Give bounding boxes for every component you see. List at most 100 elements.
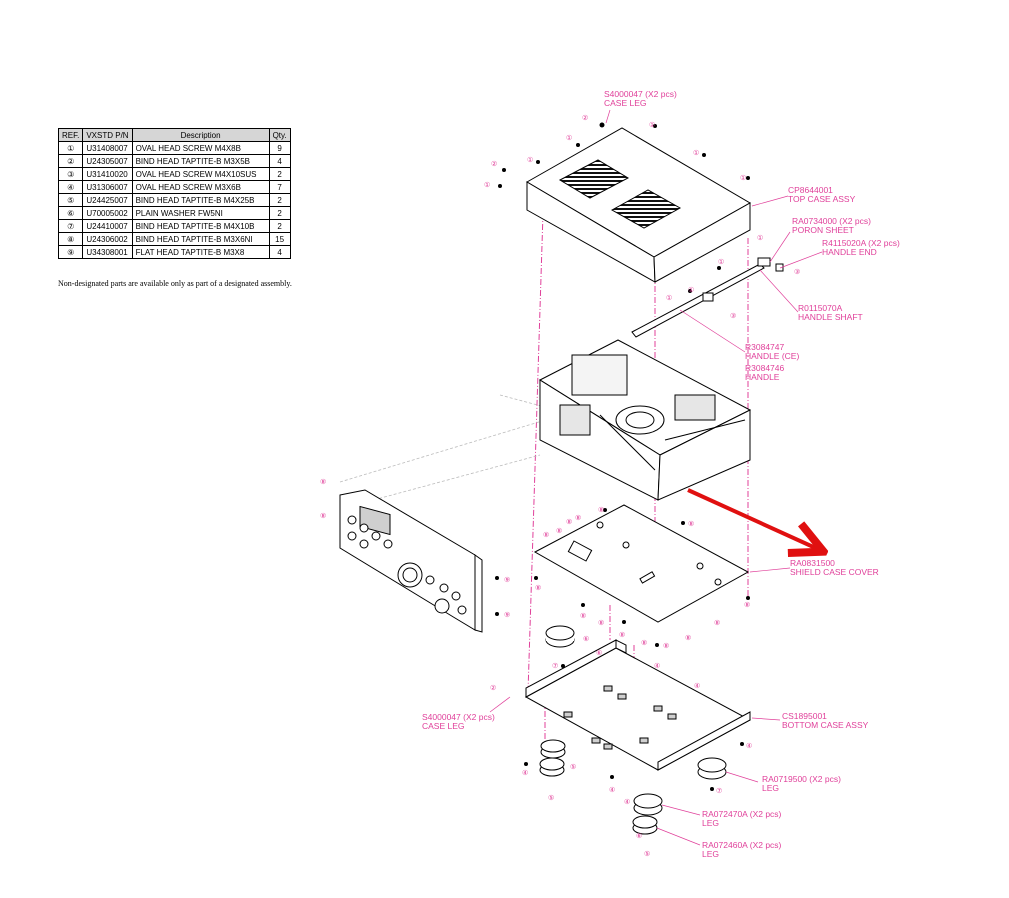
ref-num: ⑥ — [596, 649, 602, 657]
front-panel-guides — [339, 394, 553, 506]
ref-num: ⑧ — [320, 512, 326, 520]
callout-name-7: SHIELD CASE COVER — [790, 567, 879, 577]
ref-num: ② — [491, 160, 497, 168]
ref-num: ⑨ — [504, 611, 510, 619]
ref-num: ⑤ — [570, 763, 576, 771]
screws — [495, 122, 750, 791]
vent-left — [558, 159, 630, 199]
ref-cell: ⑧ — [57, 232, 84, 246]
callout-pn-10: RA0719500 (X2 pcs) — [762, 774, 841, 784]
ref-num: ① — [757, 234, 763, 242]
ref-numbers: ② ① ① ① ① ② ① ① ① ① ③ ① ① ③ ⑧ ⑧ ⑨ ⑨ ⑧ ⑧ … — [320, 114, 800, 858]
legs — [539, 625, 727, 835]
ref-num: ① — [740, 174, 746, 182]
front-panel — [339, 489, 483, 633]
ref-num: ① — [527, 156, 533, 164]
ref-num: ⑧ — [556, 527, 562, 535]
header-pn: VXSTD P/N — [82, 128, 133, 142]
chassis — [538, 339, 752, 501]
ref-num: ⑤ — [548, 794, 554, 802]
ref-num: ① — [566, 134, 572, 142]
ref-num: ⑦ — [552, 662, 558, 670]
ref-num: ③ — [730, 312, 736, 320]
ref-num: ⑧ — [714, 619, 720, 627]
callout-name-8: CASE LEG — [422, 721, 465, 731]
vent-right — [610, 189, 682, 229]
callout-pn-6: R3084746 — [745, 363, 785, 373]
ref-num: ⑧ — [598, 619, 604, 627]
ref-num: ⑧ — [575, 514, 581, 522]
shield-case-cover — [533, 504, 750, 623]
ref-num: ⑧ — [619, 631, 625, 639]
bottom-case — [524, 639, 752, 771]
ref-num: ④ — [746, 742, 752, 750]
ref-num: ① — [666, 294, 672, 302]
callout-pn-7: RA0831500 — [790, 558, 835, 568]
callout-pn-2: RA0734000 (X2 pcs) — [792, 216, 871, 226]
ref-num: ④ — [624, 798, 630, 806]
handle-parts — [631, 257, 784, 338]
callout-name-3: HANDLE END — [822, 247, 877, 257]
ref-num: ⑧ — [566, 518, 572, 526]
callout-pn-3: R4115020A (X2 pcs) — [822, 238, 900, 248]
callout-name-11: LEG — [702, 818, 719, 828]
ref-num: ④ — [654, 662, 660, 670]
ref-cell: ⑨ — [57, 245, 84, 259]
callout-pn-0: S4000047 (X2 pcs) — [604, 89, 677, 99]
callout-name-9: BOTTOM CASE ASSY — [782, 720, 869, 730]
ref-num: ④ — [609, 786, 615, 794]
callout-pn-12: RA072460A (X2 pcs) — [702, 840, 782, 850]
pn-cell: U34308001 — [82, 245, 133, 259]
ref-cell: ⑤ — [57, 193, 84, 207]
ref-num: ⑧ — [543, 531, 549, 539]
red-arrow — [687, 488, 820, 550]
callout-name-4: HANDLE SHAFT — [798, 312, 863, 322]
ref-cell: ⑦ — [57, 219, 84, 233]
header-ref: REF. — [57, 128, 84, 142]
callout-labels: S4000047 (X2 pcs) CASE LEG CP8644001 TOP… — [422, 89, 900, 859]
ref-num: ⑧ — [598, 506, 604, 514]
ref-num: ⑧ — [688, 520, 694, 528]
callout-name-1: TOP CASE ASSY — [788, 194, 856, 204]
ref-cell: ② — [57, 154, 84, 168]
ref-num: ④ — [522, 769, 528, 777]
ref-cell: ④ — [57, 180, 84, 194]
callout-name-2: PORON SHEET — [792, 225, 854, 235]
ref-num: ⑧ — [663, 642, 669, 650]
ref-cell: ① — [57, 141, 84, 155]
parts-note: Non-designated parts are available only … — [58, 279, 292, 288]
leader-lines — [489, 109, 823, 846]
ref-num: ② — [490, 684, 496, 692]
callout-name-6: HANDLE — [745, 372, 780, 382]
ref-num: ⑧ — [641, 639, 647, 647]
callout-name-0: CASE LEG — [604, 98, 647, 108]
ref-num: ⑧ — [320, 478, 326, 486]
ref-num: ⑧ — [744, 601, 750, 609]
callout-name-10: LEG — [762, 783, 779, 793]
ref-num: ① — [693, 149, 699, 157]
ref-num: ⑧ — [535, 584, 541, 592]
ref-num: ③ — [794, 268, 800, 276]
ref-num: ⑧ — [685, 634, 691, 642]
ref-num: ④ — [694, 682, 700, 690]
ref-num: ⑦ — [716, 787, 722, 795]
callout-name-5: HANDLE (CE) — [745, 351, 799, 361]
ref-num: ② — [582, 114, 588, 122]
pn-cell: U24425007 — [82, 193, 133, 207]
ref-num: ⑥ — [583, 635, 589, 643]
ref-num: ⑧ — [580, 612, 586, 620]
callout-pn-4: R0115070A — [798, 303, 843, 313]
ref-num: ⑥ — [636, 832, 642, 840]
ref-num: ① — [718, 258, 724, 266]
callout-pn-11: RA072470A (X2 pcs) — [702, 809, 782, 819]
